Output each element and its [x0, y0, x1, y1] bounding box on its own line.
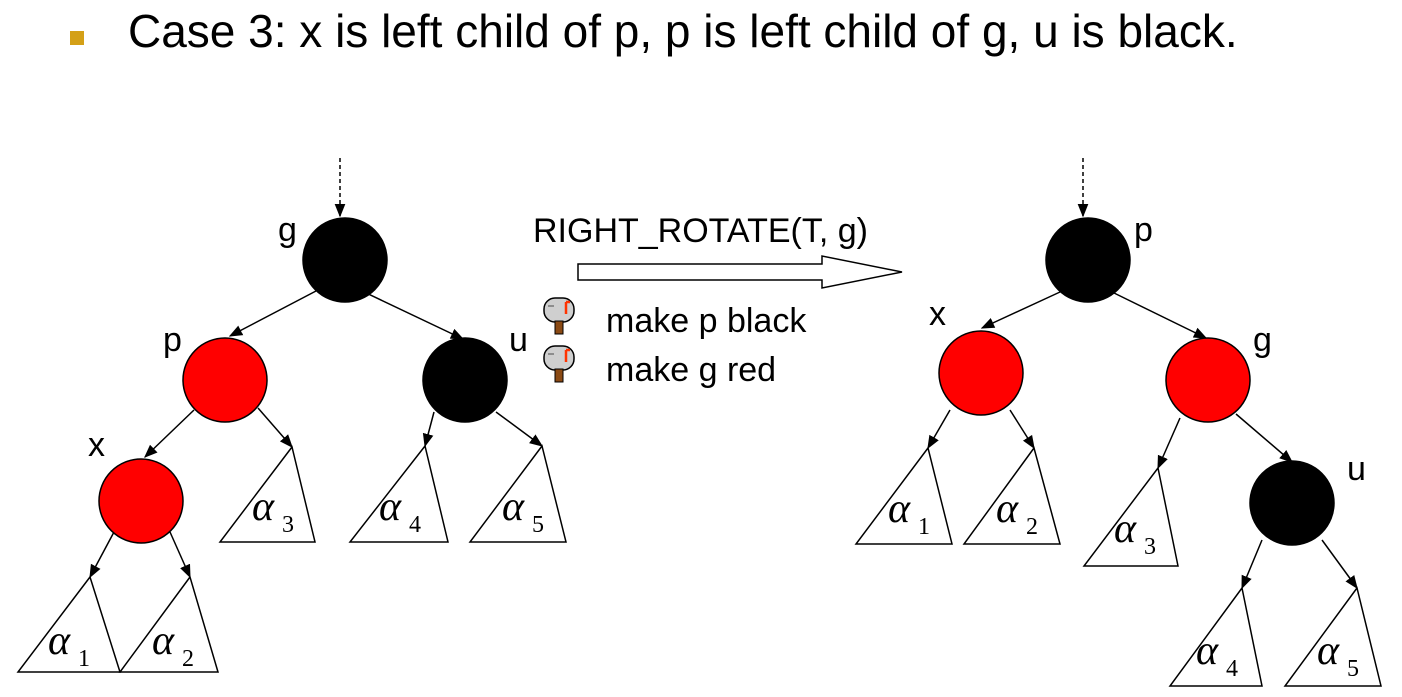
- edge-x-a2: [1009, 409, 1035, 450]
- before-label-x: x: [88, 426, 105, 464]
- edge-u-a4: [422, 411, 435, 448]
- svg-text:α: α: [152, 618, 175, 664]
- before-label-g: g: [278, 211, 297, 249]
- svg-text:1: 1: [78, 646, 90, 672]
- before-subtree-a2: α 2: [118, 575, 220, 673]
- svg-text:α: α: [48, 618, 71, 664]
- edge-x-a1: [927, 409, 951, 450]
- edge-p-x: [144, 409, 195, 458]
- svg-text:4: 4: [409, 512, 421, 538]
- after-subtree-a1: α 1: [854, 446, 953, 545]
- after-subtree-a5: α 5: [1283, 586, 1382, 687]
- slide-heading: Case 3: x is left child of p, p is left …: [70, 0, 1238, 62]
- svg-text:α: α: [1114, 506, 1137, 552]
- svg-text:1: 1: [918, 514, 930, 540]
- svg-text:α: α: [502, 484, 525, 530]
- edge-u-a4: [1241, 539, 1263, 590]
- before-subtree-a4: α 4: [348, 444, 449, 543]
- svg-text:α: α: [1196, 628, 1219, 674]
- mailbox-icon: [543, 297, 575, 335]
- edge-g-p: [228, 290, 317, 337]
- after-subtree-a3: α 3: [1082, 466, 1179, 567]
- svg-text:4: 4: [1226, 656, 1238, 682]
- svg-text:α: α: [1317, 628, 1340, 674]
- svg-text:2: 2: [182, 646, 194, 672]
- before-node-p: [182, 337, 268, 423]
- svg-text:α: α: [996, 486, 1019, 532]
- svg-text:3: 3: [282, 512, 294, 538]
- svg-text:α: α: [252, 484, 275, 530]
- svg-text:3: 3: [1144, 534, 1156, 560]
- edge-p-g: [1111, 291, 1208, 339]
- edge-x-a1: [89, 531, 115, 579]
- bullet-square-icon: [70, 31, 84, 45]
- before-label-p: p: [163, 321, 182, 359]
- operation-panel: RIGHT_ROTATE(T, g) make p black make g r…: [533, 212, 903, 389]
- edge-g-u: [361, 290, 465, 340]
- svg-text:2: 2: [1026, 514, 1038, 540]
- before-node-x: [98, 458, 184, 544]
- edge-u-a5: [1321, 539, 1358, 590]
- svg-text:α: α: [379, 484, 402, 530]
- svg-text:5: 5: [532, 512, 544, 538]
- after-label-p: p: [1134, 211, 1153, 249]
- after-subtree-a2: α 2: [962, 446, 1061, 545]
- heading-text: Case 3: x is left child of p, p is left …: [128, 5, 1238, 57]
- mailbox-icon: [543, 345, 575, 383]
- before-subtree-a5: α 5: [468, 444, 567, 543]
- after-node-p: [1045, 217, 1131, 303]
- edge-g-u: [1235, 413, 1294, 463]
- edge-p-a3: [257, 407, 293, 449]
- before-node-g: [302, 217, 388, 303]
- before-subtree-a3: α 3: [218, 445, 316, 543]
- before-node-u: [422, 337, 508, 423]
- after-tree: p x g u α 1 α 2 α 3 α 4 α 5: [854, 158, 1382, 687]
- edge-u-a5: [495, 411, 544, 447]
- rotate-label: RIGHT_ROTATE(T, g): [533, 212, 868, 250]
- after-label-x: x: [929, 295, 946, 333]
- after-label-g: g: [1253, 321, 1272, 359]
- edge-p-x: [980, 291, 1061, 329]
- before-label-u: u: [509, 321, 528, 359]
- after-subtree-a4: α 4: [1168, 586, 1263, 687]
- svg-text:5: 5: [1347, 656, 1359, 682]
- after-label-u: u: [1347, 450, 1366, 488]
- step-1-text: make p black: [606, 302, 807, 340]
- before-tree: g p u x α 1 α 2 α 3 α 4 α 5: [16, 158, 567, 673]
- transform-arrow: [577, 255, 903, 289]
- edge-g-a3: [1157, 417, 1181, 470]
- before-subtree-a1: α 1: [16, 575, 122, 673]
- edge-x-a2: [169, 531, 191, 579]
- after-node-x: [938, 330, 1024, 416]
- after-node-u: [1249, 460, 1335, 546]
- step-2-text: make g red: [606, 351, 776, 389]
- after-node-g: [1165, 337, 1251, 423]
- svg-text:α: α: [888, 486, 911, 532]
